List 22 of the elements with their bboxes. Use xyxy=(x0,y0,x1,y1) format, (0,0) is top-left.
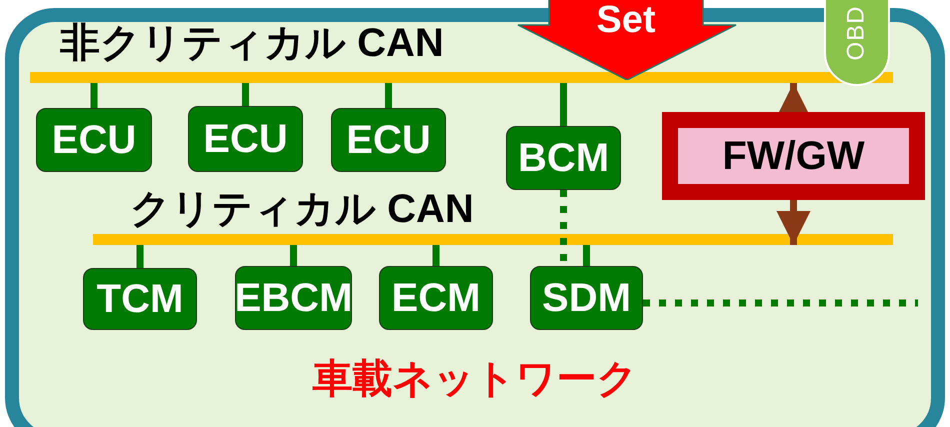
connector-line xyxy=(290,245,297,266)
dotted-line xyxy=(643,300,918,306)
connector-line xyxy=(242,83,249,106)
bus-label: クリティカル CAN xyxy=(130,186,474,232)
frame-title: 車載ネットワーク xyxy=(312,356,638,402)
connector-line xyxy=(90,83,98,108)
module-box: ECU xyxy=(188,106,303,172)
connector-line xyxy=(560,83,567,126)
connector-line xyxy=(432,245,440,266)
module-box: ECM xyxy=(379,266,493,330)
module-box: ECU xyxy=(331,108,446,172)
set-arrow: Set xyxy=(517,0,737,80)
module-box: TCM xyxy=(83,268,197,330)
module-box: SDM xyxy=(530,266,643,330)
module-box: ECU xyxy=(36,108,152,172)
module-box: BCM xyxy=(506,126,621,190)
connector-line xyxy=(385,83,392,108)
connector-line xyxy=(583,245,590,266)
module-box: EBCM xyxy=(235,266,352,330)
obd-port: OBD xyxy=(824,0,890,86)
connector-line xyxy=(136,245,144,268)
bus-label: 非クリティカル CAN xyxy=(60,20,444,66)
